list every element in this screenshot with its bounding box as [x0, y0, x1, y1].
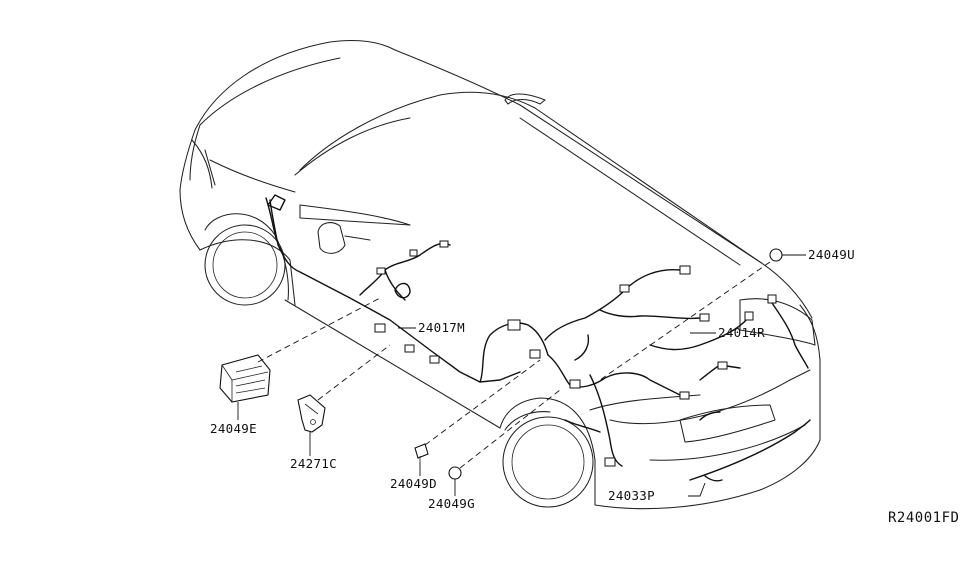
- reference-code: R24001FD: [888, 510, 959, 526]
- label-24017M: 24017M: [418, 320, 465, 335]
- label-24049E: 24049E: [210, 421, 257, 436]
- grommet-24049G: [448, 466, 462, 480]
- car-body-outline: [179, 39, 821, 510]
- label-24033P: 24033P: [608, 488, 655, 503]
- label-24014R: 24014R: [718, 325, 765, 340]
- bracket-24271C: [297, 394, 326, 433]
- wiring-harness: [265, 194, 811, 482]
- grommet-24049U: [769, 248, 783, 262]
- leader-lines: [237, 254, 806, 497]
- label-24271C: 24271C: [290, 456, 337, 471]
- label-24049G: 24049G: [428, 496, 475, 511]
- reference-dashed-lines: [257, 261, 771, 469]
- grommet-24049E: [219, 354, 271, 403]
- clip-24049D: [414, 443, 429, 462]
- label-24049U: 24049U: [808, 247, 855, 262]
- label-24049D: 24049D: [390, 476, 437, 491]
